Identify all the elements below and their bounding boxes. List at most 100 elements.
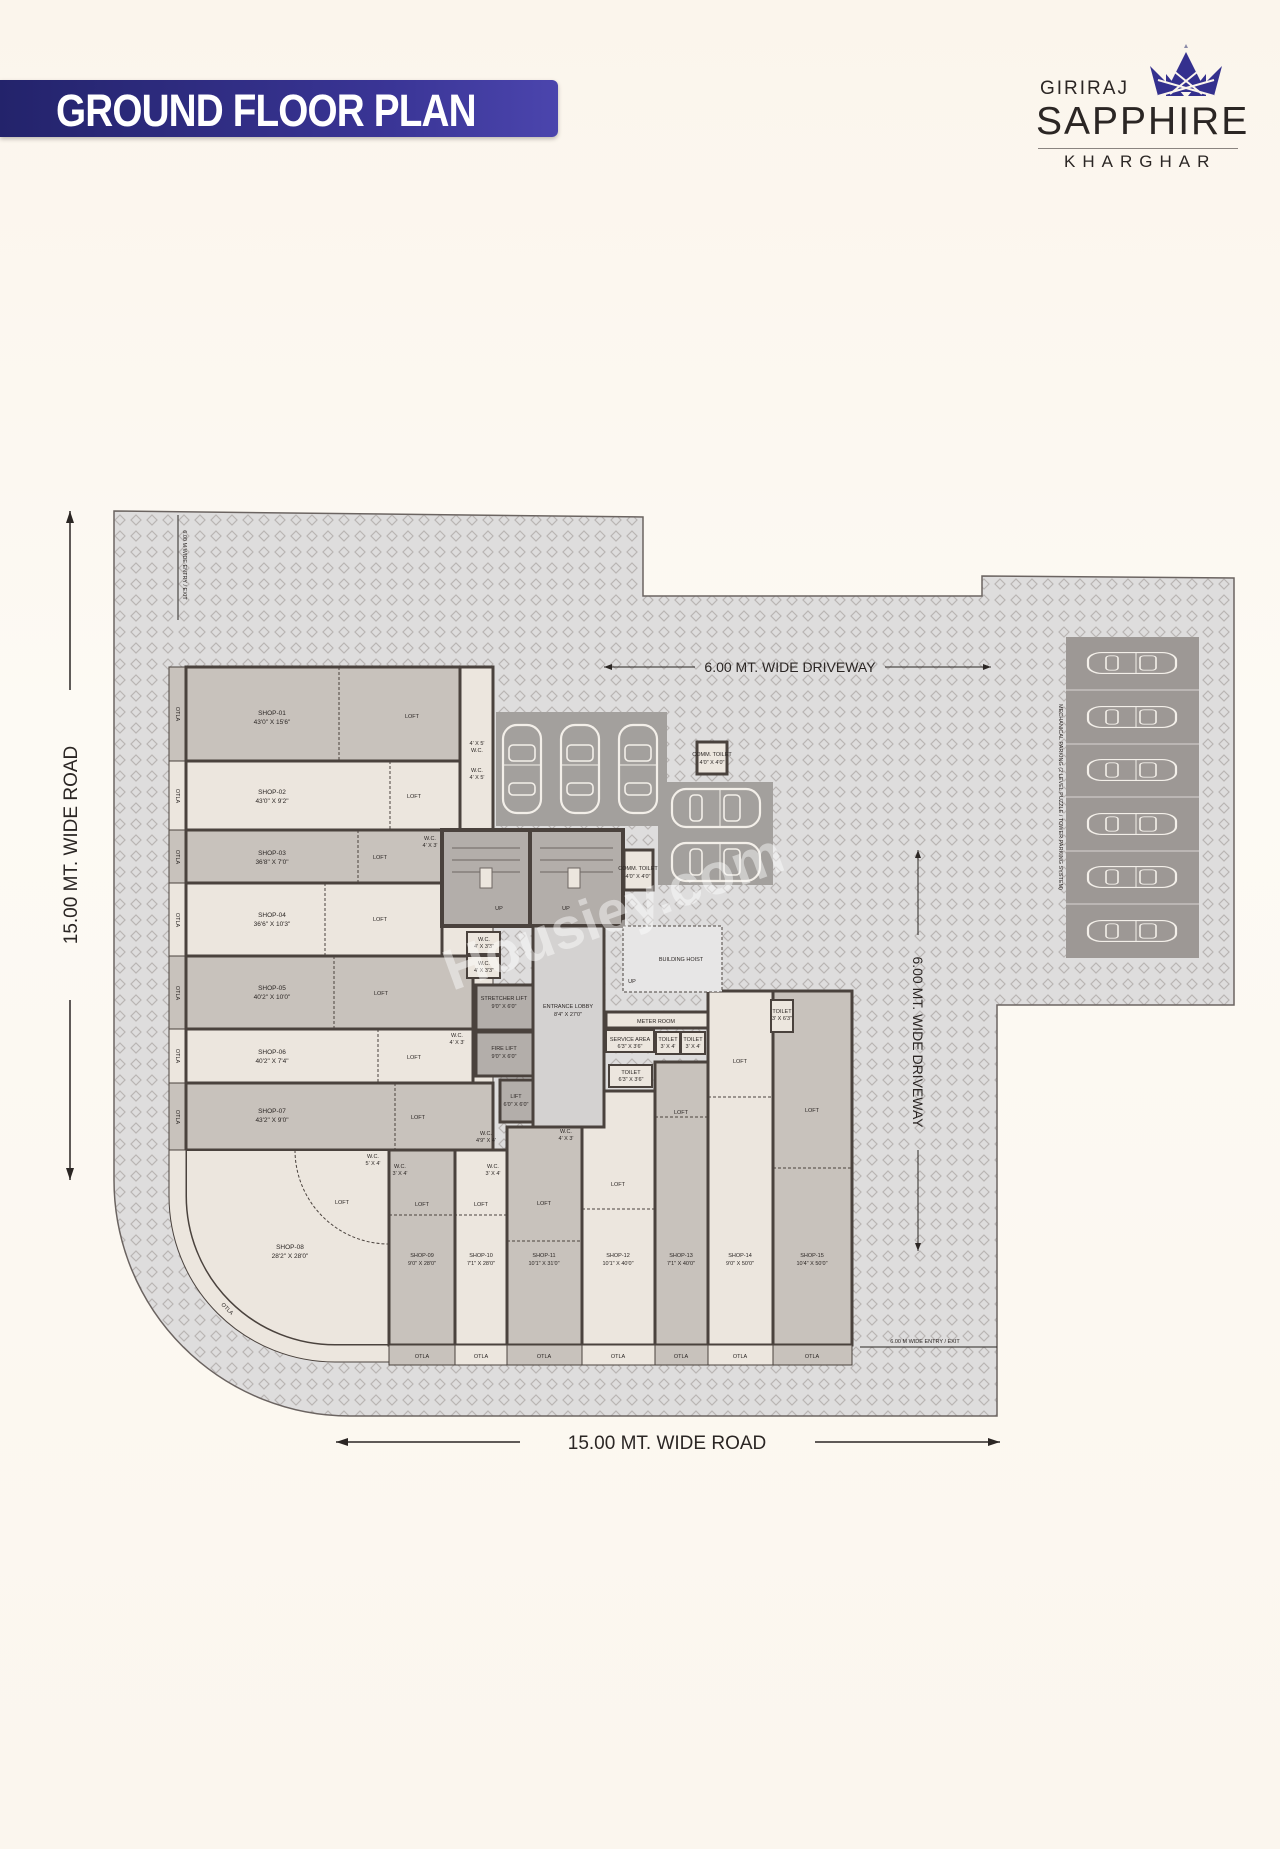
- otla-label: OTLA: [174, 913, 180, 928]
- bottom-shop-row: [387, 989, 854, 1366]
- page-title-banner: GROUND FLOOR PLAN: [0, 80, 558, 137]
- shop-07: [184, 1081, 495, 1152]
- plan-label: 3' X 4': [661, 1044, 676, 1050]
- driveway-annotations: 6.00 MT. WIDE DRIVEWAY 6.00 MT. WIDE DRI…: [177, 515, 997, 1348]
- otla-label: OTLA: [805, 1354, 820, 1360]
- loft-label: LOFT: [611, 1182, 626, 1188]
- plan-label: 4' X 3'3": [474, 944, 494, 950]
- comm-toilet-2: [622, 848, 655, 892]
- shop-size: 36'8" X 7'0": [255, 859, 289, 866]
- plan-label: 3' X 6'3": [772, 1016, 792, 1022]
- plan-label: BUILDING HOIST: [659, 957, 704, 963]
- shop-12: [580, 1089, 657, 1347]
- otla-label: OTLA: [415, 1354, 430, 1360]
- plan-label: 4' X 3': [450, 1040, 465, 1046]
- plan-label: TOILET: [772, 1009, 792, 1015]
- shop-name: SHOP-13: [669, 1253, 693, 1259]
- shop-size: 40'2" X 7'4": [255, 1058, 289, 1065]
- shop-03: [184, 828, 444, 885]
- plan-label: W.C.: [394, 1164, 406, 1170]
- plan-label: TOILET: [658, 1037, 678, 1043]
- otla-label: OTLA: [674, 1354, 689, 1360]
- shop-name: SHOP-02: [258, 789, 286, 796]
- shop-size: 9'0" X 28'0": [408, 1261, 436, 1267]
- shop-13: [653, 1060, 710, 1347]
- otla-label: OTLA: [174, 986, 180, 1001]
- loft-label: LOFT: [733, 1059, 748, 1065]
- shop-size: 9'0" X 50'0": [726, 1261, 754, 1267]
- plan-label: W.C.: [471, 748, 483, 754]
- core: [440, 740, 794, 1129]
- plan-label: UP: [495, 906, 503, 912]
- otla-label: OTLA: [611, 1354, 626, 1360]
- plan-label: 4' X 5': [470, 775, 485, 781]
- building-hoist: [622, 925, 723, 993]
- plan-label: STRETCHER LIFT: [481, 996, 528, 1002]
- plan-label: 4'0" X 4'0": [700, 760, 725, 766]
- comm-toilet-1: [695, 740, 729, 776]
- brand-divider: [1038, 148, 1238, 149]
- plan-label: FIRE LIFT: [491, 1046, 517, 1052]
- plan-label: W.C.: [471, 768, 483, 774]
- shop-09: [387, 1148, 457, 1347]
- shop-06: [184, 1027, 475, 1085]
- plan-label: COMM. TOILET: [618, 866, 658, 872]
- plan-label: UP: [562, 906, 570, 912]
- toilet-d: [770, 999, 794, 1033]
- shop-01: [184, 665, 462, 763]
- shop-11: [505, 1125, 584, 1347]
- plan-label: LIFT: [510, 1094, 522, 1100]
- shop-name: SHOP-08: [276, 1244, 304, 1251]
- loft-label: LOFT: [373, 855, 388, 861]
- shop-name: SHOP-14: [728, 1253, 752, 1259]
- brand-logo: GIRIRAJ SAPPHIRE KHARGHAR: [1036, 44, 1247, 174]
- shop-size: 28'2" X 28'0": [272, 1253, 309, 1260]
- mechanical-parking-label: MECHANICAL PARKING (2 LEVEL PUZZLE / TOW…: [1057, 704, 1063, 890]
- fire-lift: [474, 1030, 535, 1078]
- shop-size: 10'1" X 31'0": [528, 1261, 559, 1267]
- plan-label: UP: [628, 979, 636, 985]
- page-title: GROUND FLOOR PLAN: [56, 85, 477, 136]
- plan-label: 5' X 4': [366, 1161, 381, 1167]
- toilet-c: [680, 1031, 706, 1055]
- otla-label: OTLA: [174, 707, 180, 722]
- toilet-a: [608, 1064, 653, 1088]
- plan-label: 8'4" X 27'0": [554, 1012, 582, 1018]
- loft-arc: [294, 1149, 390, 1245]
- plan-label: 3' X 4': [393, 1171, 408, 1177]
- plan-label: 4'0" X 4'0": [626, 874, 651, 880]
- plan-label: W.C.: [451, 1033, 463, 1039]
- loft-label: LOFT: [374, 991, 389, 997]
- otla-label: OTLA: [174, 1110, 180, 1125]
- shop-name: SHOP-01: [258, 710, 286, 717]
- plan-label: W.C.: [560, 1129, 572, 1135]
- shop-name: SHOP-06: [258, 1049, 286, 1056]
- wc-labels: 4' X 5'W.C. W.C.4' X 5' W.C.4' X 3' W.C.…: [366, 741, 574, 1177]
- loft-otla-labels: LOFT LOFT LOFT LOFT LOFT LOFT LOFT LOFT …: [174, 707, 820, 1360]
- loft-lines: [324, 667, 396, 1150]
- otla-label: OTLA: [174, 850, 180, 865]
- road-left-label: 15.00 MT. WIDE ROAD: [61, 746, 82, 945]
- shop-size: 7'1" X 40'0": [667, 1261, 695, 1267]
- otla-label: OTLA: [474, 1354, 489, 1360]
- plan-label: METER ROOM: [637, 1019, 675, 1025]
- plan-label: COMM. TOILET: [692, 752, 732, 758]
- plan-label: ENTRANCE LOBBY: [543, 1004, 593, 1010]
- shop-name: SHOP-12: [606, 1253, 630, 1259]
- shop-size: 10'4" X 50'0": [796, 1261, 827, 1267]
- driveway-right-label: 6.00 MT. WIDE DRIVEWAY: [910, 956, 926, 1128]
- plan-label: 4' X 3': [559, 1136, 574, 1142]
- wc-core-1: [466, 931, 501, 955]
- loft-label: LOFT: [474, 1202, 489, 1208]
- plan-label: 4' X 3'3": [474, 968, 494, 974]
- plan-label: 3' X 4': [486, 1171, 501, 1177]
- shop-02: [184, 759, 462, 832]
- entry-exit-bottom-label: 6.00 M WIDE ENTRY / EXIT: [890, 1339, 960, 1345]
- shop-name: SHOP-07: [258, 1108, 286, 1115]
- plan-label: 6'0" X 6'0": [504, 1102, 529, 1108]
- plan-label: 9'0" X 6'0": [492, 1054, 517, 1060]
- entrance-lobby: [531, 924, 606, 1129]
- plan-label: W.C.: [487, 1164, 499, 1170]
